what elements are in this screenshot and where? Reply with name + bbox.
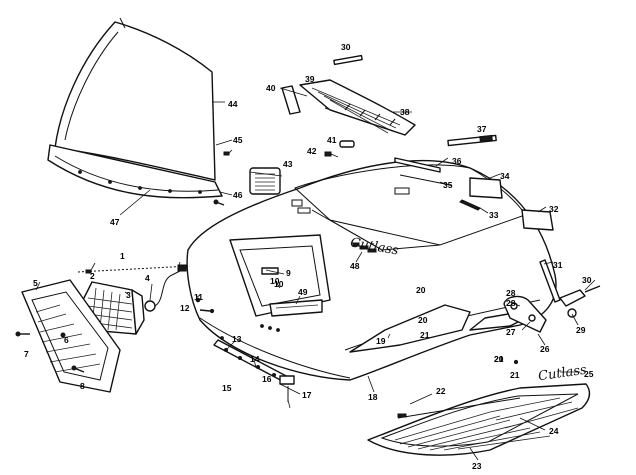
callout-labels: 1 2 3 4 5 6 7 8 9 10 11 12 13 14 15 16 1… <box>24 42 594 471</box>
emblem-48 <box>352 242 377 253</box>
callout-label: 1 <box>120 251 125 261</box>
callout-label: 36 <box>452 156 462 166</box>
callout-label: 14 <box>250 354 260 364</box>
top-vent <box>299 79 416 136</box>
callout-label: 27 <box>506 327 516 337</box>
callout-label: 12 <box>180 303 190 313</box>
clip-42 <box>324 151 339 158</box>
callout-label: 22 <box>436 386 446 396</box>
callout-label: 21 <box>420 330 430 340</box>
strip-33 <box>459 199 481 211</box>
callout-label: 24 <box>549 426 559 436</box>
callout-label: 30 <box>341 42 351 52</box>
callout-label: 17 <box>302 390 312 400</box>
callout-label: 35 <box>443 180 453 190</box>
callout-label: 44 <box>228 99 238 109</box>
hinge-assembly <box>503 285 601 333</box>
pin-37 <box>447 134 497 147</box>
callout-label: 8 <box>80 381 85 391</box>
callout-label: 26 <box>540 344 550 354</box>
callout-label: 9 <box>286 268 291 278</box>
top-trim-strip <box>333 54 363 66</box>
callout-label: 45 <box>233 135 243 145</box>
callout-label: 29 <box>576 325 586 335</box>
callout-label: 25 <box>584 369 594 379</box>
callout-label: 46 <box>233 190 243 200</box>
screw-8 <box>71 365 85 373</box>
callout-label: 41 <box>327 135 337 145</box>
decal-34 <box>469 177 503 199</box>
windshield-trim <box>47 144 223 199</box>
strip-36 <box>394 157 441 173</box>
screw-46 <box>213 199 225 206</box>
callout-label: 16 <box>262 374 272 384</box>
callout-label: 7 <box>24 349 29 359</box>
headlight-bezel <box>21 279 121 393</box>
callout-label: 13 <box>232 334 242 344</box>
nameplate-text: Cutlass <box>537 363 588 385</box>
callout-label: 21 <box>510 370 520 380</box>
callout-label: 30 <box>582 275 592 285</box>
callout-label: 20 <box>416 285 426 295</box>
callout-label: 5 <box>33 278 38 288</box>
hood-body <box>186 159 557 381</box>
vent-grille-43 <box>249 167 281 195</box>
strip-35 <box>399 174 451 186</box>
callout-label: 2 <box>90 271 95 281</box>
callout-label: 10 <box>270 276 280 286</box>
callout-label: 37 <box>477 124 487 134</box>
rivet-45 <box>223 149 233 156</box>
molding-31 <box>539 259 561 303</box>
callout-label: 33 <box>489 210 499 220</box>
cable-1 <box>77 265 191 274</box>
callout-label: 28 <box>506 298 516 308</box>
callout-label: 42 <box>307 146 317 156</box>
callout-label: 49 <box>298 287 308 297</box>
callout-label: 23 <box>472 461 482 471</box>
vent-strip-40 <box>281 85 301 115</box>
nameplate-25: Cutlass <box>513 359 588 385</box>
nameplate-49 <box>269 299 323 317</box>
fastener-11 <box>195 297 201 303</box>
callout-label: 10 <box>274 279 284 289</box>
leader-lines <box>35 87 596 461</box>
callout-label: 28 <box>506 288 516 298</box>
callout-label: 40 <box>266 83 276 93</box>
wire-harness <box>144 264 187 312</box>
callout-label: 3 <box>126 290 131 300</box>
decal-32 <box>521 209 554 231</box>
callout-label: 19 <box>376 336 386 346</box>
callout-label: 4 <box>145 273 150 283</box>
clip-41 <box>339 140 355 148</box>
fastener-12 <box>199 308 215 314</box>
callout-label: 32 <box>549 204 559 214</box>
callout-label: 20 <box>418 315 428 325</box>
callout-label: 6 <box>64 335 69 345</box>
callout-label: 20 <box>494 354 504 364</box>
lower-bracket <box>213 339 295 402</box>
callout-label: 11 <box>194 292 203 302</box>
windshield <box>54 17 216 181</box>
callout-label: 38 <box>400 107 410 117</box>
callout-label: 43 <box>283 159 293 169</box>
callout-label: 15 <box>222 383 232 393</box>
callout-label: 39 <box>305 74 315 84</box>
callout-label: 21 <box>494 354 504 364</box>
callout-label: 18 <box>368 392 378 402</box>
callout-label: 31 <box>553 260 563 270</box>
callout-label: 34 <box>500 171 510 181</box>
callout-label: 48 <box>350 261 360 271</box>
rear-grille <box>367 383 591 456</box>
callout-label: 47 <box>110 217 120 227</box>
screw-7 <box>15 331 30 337</box>
